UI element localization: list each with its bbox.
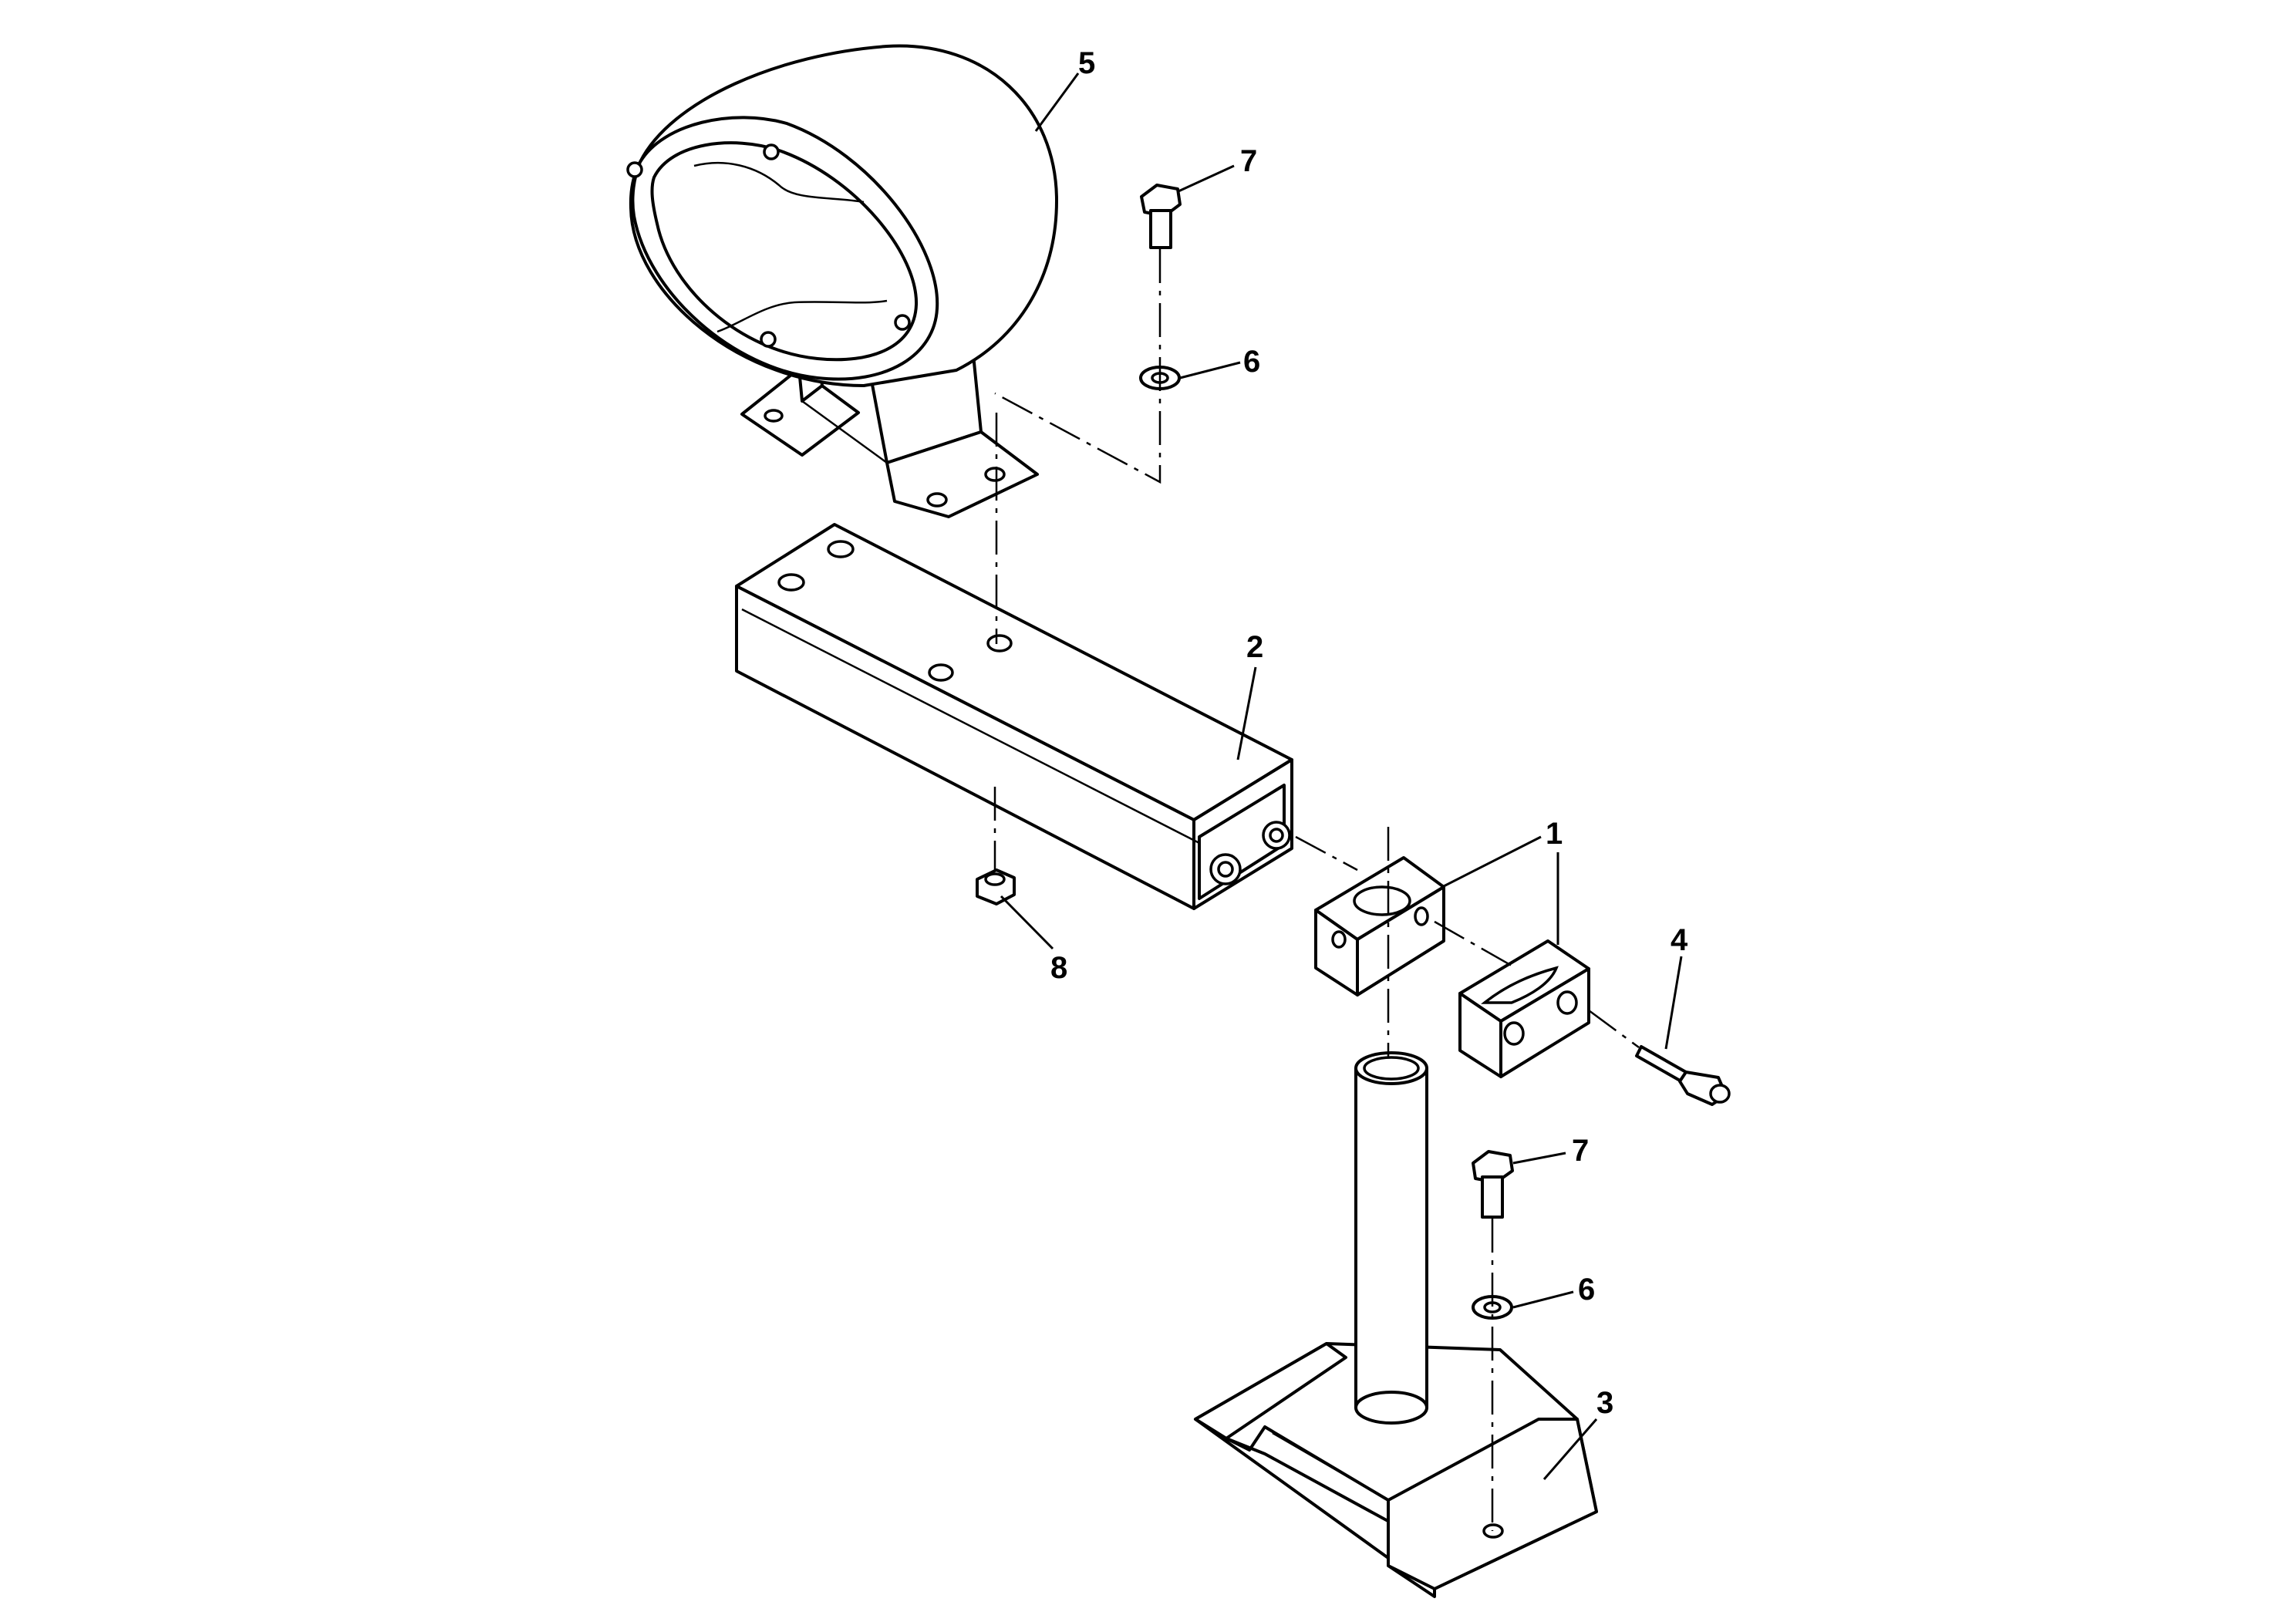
assembly-centerlines: [993, 249, 1640, 1531]
callout-labels: 5 7 6 2 1 4 8 7 6 3: [1050, 46, 1688, 1420]
part-8-nut: [976, 868, 1016, 905]
callout-6-lower: 6: [1578, 1273, 1595, 1307]
part-4-cap-screw: [1635, 1045, 1731, 1106]
part-7-bolt-upper: [1140, 184, 1182, 249]
part-5-lamp: [626, 44, 1058, 518]
part-2-cross-arm: [735, 523, 1293, 910]
part-7-bolt-lower: [1472, 1150, 1514, 1219]
callout-8: 8: [1050, 951, 1067, 985]
callout-2: 2: [1246, 630, 1263, 664]
callout-7-upper: 7: [1240, 144, 1257, 178]
part-1-clamp-rear: [1458, 939, 1590, 1078]
callout-5: 5: [1078, 46, 1095, 80]
leader-lines: [1000, 73, 1683, 1480]
part-1-clamp-front: [1314, 856, 1445, 996]
callout-7-lower: 7: [1572, 1134, 1589, 1168]
part-3-post-base: [1194, 1051, 1598, 1598]
lamp-housing: [626, 44, 1058, 387]
callout-4: 4: [1671, 923, 1688, 957]
callout-1: 1: [1546, 817, 1563, 851]
callout-3: 3: [1596, 1386, 1613, 1420]
callout-6-upper: 6: [1243, 345, 1260, 379]
